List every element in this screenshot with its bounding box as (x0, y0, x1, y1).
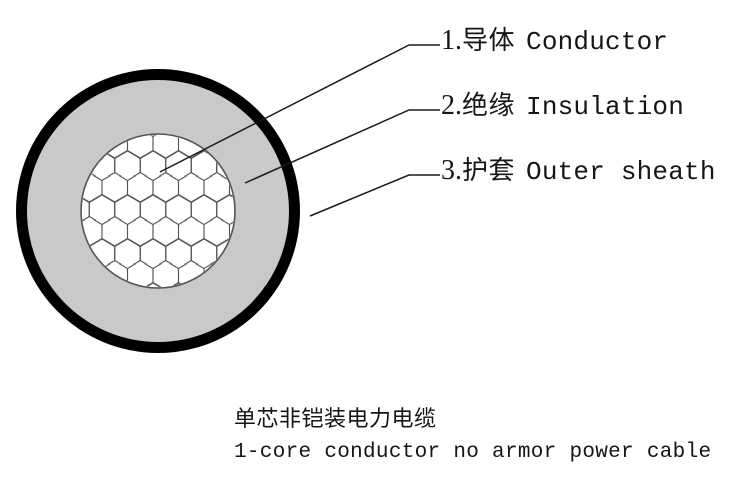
callout-label-conductor: 1.导体 Conductor (441, 27, 668, 57)
leader-line-insulation (244, 109, 440, 184)
conductor-outline (80, 133, 236, 289)
callout-index-1: 1. (441, 25, 462, 56)
callout-index-2: 2. (441, 90, 462, 121)
callout-en-2: Insulation (526, 92, 685, 122)
callout-cjk-2: 绝缘 (462, 91, 516, 121)
callout-label-outer-sheath: 3.护套 Outer sheath (441, 157, 716, 187)
figure-caption-cjk: 单芯非铠装电力电缆 (234, 407, 437, 432)
leader-line-outer-sheath (309, 174, 440, 217)
callout-en-1: Conductor (526, 27, 669, 57)
figure-caption: 单芯非铠装电力电缆 1-core conductor no armor powe… (234, 406, 711, 468)
callout-cjk-1: 导体 (462, 26, 516, 56)
conductor-strand-hexagons (82, 135, 234, 287)
figure-caption-en: 1-core conductor no armor power cable (234, 441, 712, 464)
callout-en-3: Outer sheath (526, 157, 716, 187)
callout-cjk-3: 护套 (462, 156, 516, 186)
leader-line-conductor (159, 44, 440, 173)
callout-index-3: 3. (441, 155, 462, 186)
callout-label-insulation: 2.绝缘 Insulation (441, 92, 684, 122)
